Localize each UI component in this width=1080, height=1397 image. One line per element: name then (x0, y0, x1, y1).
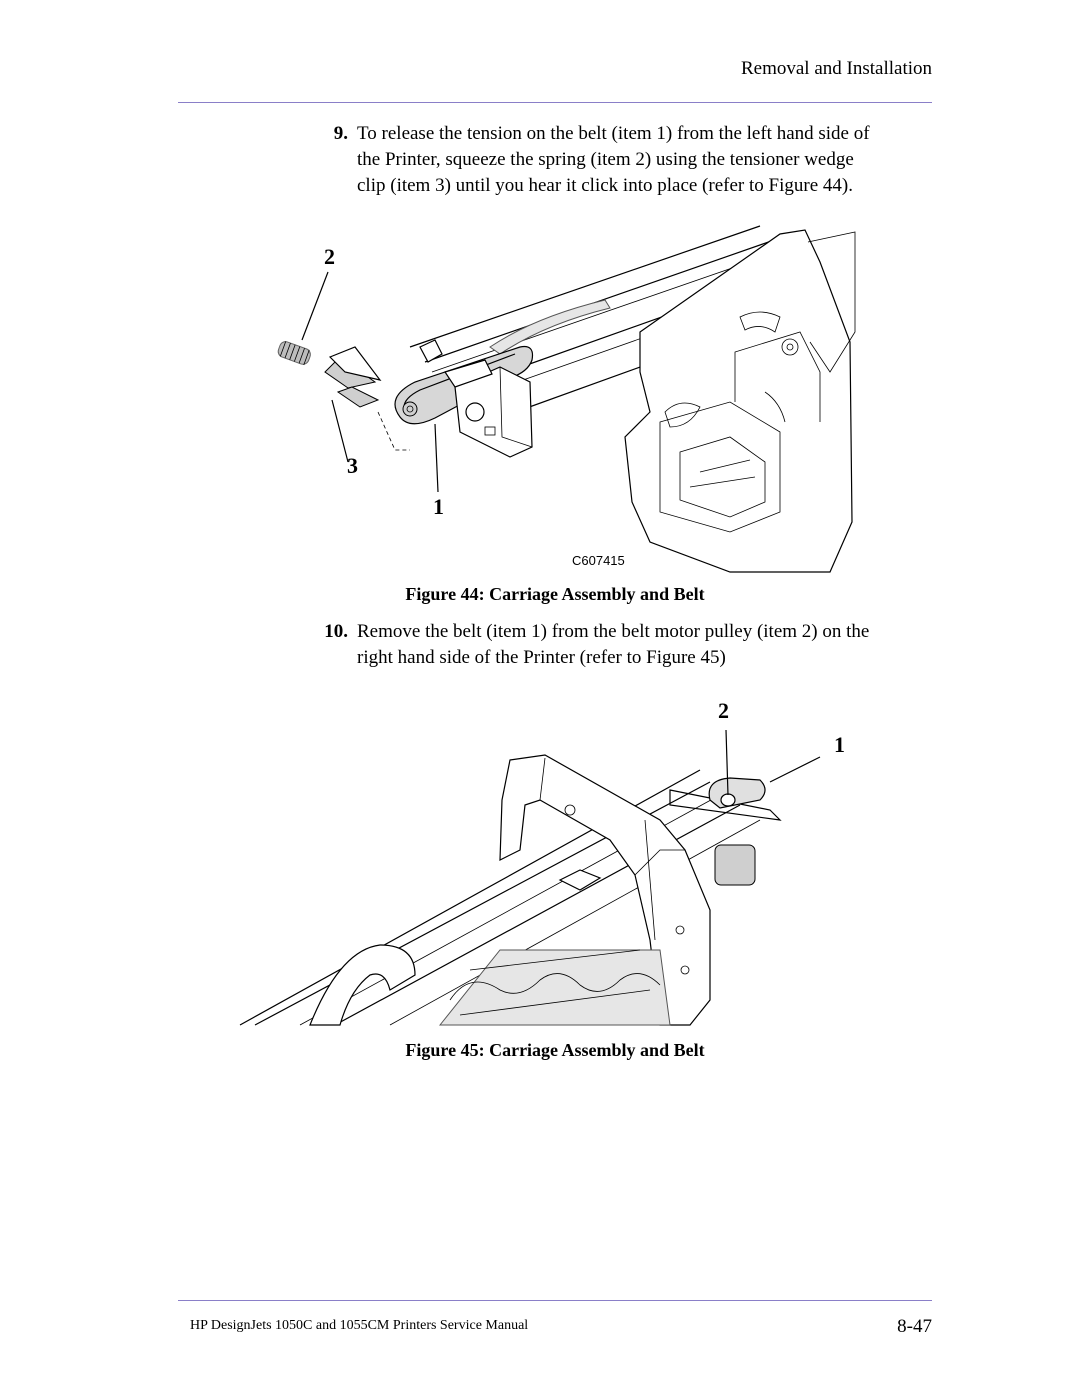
figure-45-illustration (239, 700, 860, 1030)
figure-44-caption: Figure 44: Carriage Assembly and Belt (405, 584, 705, 604)
footer-manual-title: HP DesignJets 1050C and 1055CM Printers … (190, 1318, 529, 1333)
image-code: C607415 (572, 553, 625, 568)
step-text-line: clip (item 3) until you hear it click in… (357, 175, 853, 196)
footer-rule (178, 1300, 932, 1301)
callout-2: 2 (324, 244, 335, 269)
figure-45-caption: Figure 45: Carriage Assembly and Belt (405, 1040, 705, 1060)
callout-1: 1 (433, 494, 444, 519)
header-rule (178, 102, 932, 103)
callout-1: 1 (834, 732, 845, 757)
step-text-line: the Printer, squeeze the spring (item 2)… (357, 149, 854, 170)
carriage-belt-drawing-left (277, 225, 856, 573)
running-header: Removal and Installation (740, 58, 932, 79)
page-number: 8-47 (897, 1316, 932, 1337)
step-text-line: right hand side of the Printer (refer to… (357, 647, 726, 668)
step-number: 10. (324, 621, 348, 642)
callout-2: 2 (718, 698, 729, 723)
step-text-line: To release the tension on the belt (item… (357, 123, 870, 144)
callout-3: 3 (347, 453, 358, 478)
step-text-line: Remove the belt (item 1) from the belt m… (357, 621, 870, 642)
carriage-belt-drawing-right (239, 729, 821, 1026)
step-number: 9. (333, 123, 348, 144)
figure-44-illustration (260, 222, 860, 577)
